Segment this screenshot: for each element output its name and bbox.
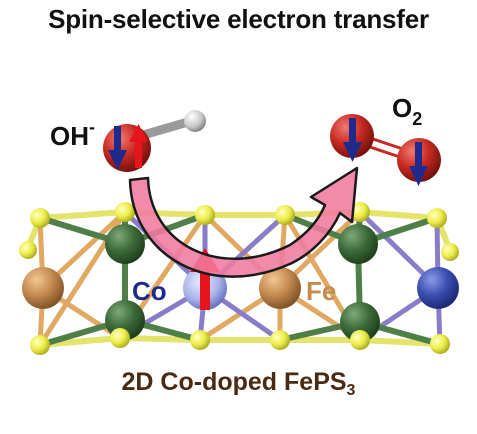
oxygen-label: O2 — [392, 93, 422, 129]
sulfur-atom — [350, 330, 370, 350]
sulfur-atom — [275, 205, 295, 225]
sulfur-atom — [270, 330, 290, 350]
hydroxide-label: OH- — [50, 117, 95, 151]
caption-subscript: 3 — [346, 382, 356, 399]
spin-down-arrow — [108, 126, 127, 170]
hydrogen-atom — [184, 110, 206, 132]
sulfur-atom — [195, 205, 215, 225]
lattice-bonds — [25, 209, 453, 348]
sulfur-atom — [19, 241, 37, 259]
cobalt-atom — [417, 267, 459, 309]
material-caption: 2D Co-doped FePS3 — [0, 368, 477, 400]
sulfur-atom — [30, 208, 50, 228]
sulfur-atom — [430, 334, 450, 354]
cobalt-label: Co — [132, 276, 167, 306]
iron-atom — [259, 267, 301, 309]
sulfur-atom — [350, 202, 370, 222]
iron-label: Fe — [306, 276, 336, 306]
phosphorus-atom — [340, 302, 380, 342]
sulfur-atom — [115, 202, 135, 222]
oxygen-atom — [103, 124, 151, 172]
caption-text: 2D Co-doped FePS — [121, 368, 347, 396]
spin-down-arrow — [343, 118, 362, 162]
phosphorus-atom — [338, 224, 378, 264]
sulfur-atom — [30, 335, 50, 355]
hydroxide-molecule — [103, 110, 206, 172]
iron-atom — [22, 267, 64, 309]
oxygen-molecule — [330, 114, 441, 186]
phosphorus-atom — [105, 224, 145, 264]
sulfur-atom — [427, 208, 447, 228]
sulfur-atom — [190, 330, 210, 350]
diagram-title: Spin-selective electron transfer — [48, 4, 429, 34]
lattice-atoms — [19, 202, 459, 355]
sulfur-atom — [441, 243, 459, 261]
sulfur-atom — [110, 328, 130, 348]
spin-up-arrow — [129, 124, 148, 168]
electron-transfer-arrow — [128, 166, 359, 278]
spin-down-arrow — [409, 142, 428, 186]
